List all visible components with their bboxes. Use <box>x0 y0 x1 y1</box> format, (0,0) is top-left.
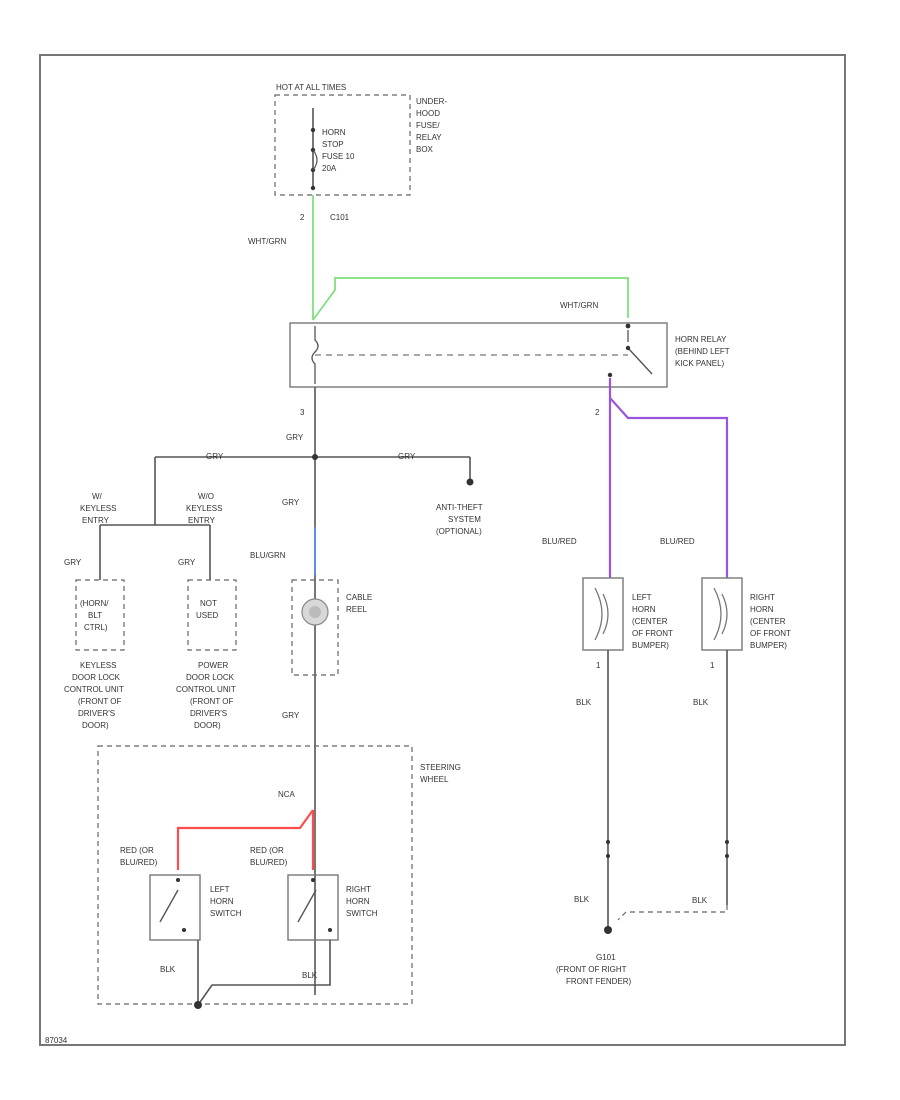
wire-label-wht-grn-2: WHT/GRN <box>560 301 598 310</box>
wire-label-blk-2: BLK <box>302 971 318 980</box>
switch-icon <box>159 889 179 923</box>
anti-theft-terminal-icon <box>466 478 474 486</box>
switch-icon <box>297 889 317 923</box>
wire-label-blk-4: BLK <box>693 698 709 707</box>
right-horn <box>701 577 743 651</box>
left-horn <box>582 577 624 651</box>
wire-label-blk-6: BLK <box>692 896 708 905</box>
wire-label-red-1: RED (OR BLU/RED) <box>120 846 158 867</box>
relay-pin-right: 2 <box>595 408 600 417</box>
wire-label-blk-5: BLK <box>574 895 590 904</box>
relay-switch-icon <box>627 347 653 375</box>
power-unit-description: POWER DOOR LOCK CONTROL UNIT (FRONT OF D… <box>176 661 238 730</box>
wire-label-gry-keyless-1: GRY <box>64 558 82 567</box>
wire-label-gry-low: GRY <box>282 711 300 720</box>
wire-wht-grn <box>312 195 629 321</box>
wire-label-gry-keyless-2: GRY <box>178 558 196 567</box>
wire-label-wht-grn-1: WHT/GRN <box>248 237 286 246</box>
keyless-wo-label: W/O KEYLESS ENTRY <box>186 492 225 525</box>
wire-label-blu-red-2: BLU/RED <box>660 537 695 546</box>
splice-dot <box>312 454 318 460</box>
wire-red <box>176 809 315 870</box>
fuse-box-label: UNDER- HOOD FUSE/ RELAY BOX <box>416 97 449 154</box>
left-horn-pin: 1 <box>596 661 601 670</box>
wire-label-gry-main: GRY <box>286 433 304 442</box>
power-unit-box-label: NOT USED <box>196 599 219 620</box>
left-horn-label: LEFT HORN (CENTER OF FRONT BUMPER) <box>632 593 675 650</box>
wire-label-blk-3: BLK <box>576 698 592 707</box>
wire-blu-red <box>608 378 729 578</box>
fuse-icon <box>312 149 318 171</box>
wire-label-red-2: RED (OR BLU/RED) <box>250 846 288 867</box>
ground-icon <box>194 1001 202 1009</box>
wire-label-blu-grn: BLU/GRN <box>250 551 286 560</box>
steering-wheel-label: STEERING WHEEL <box>420 763 463 784</box>
keyless-w-label: W/ KEYLESS ENTRY <box>80 492 119 525</box>
fuse-box: HOT AT ALL TIMES UNDER- HOOD FUSE/ RELAY… <box>274 83 449 196</box>
fuse-connector-label: C101 <box>330 213 350 222</box>
wire-label-nca: NCA <box>278 790 296 799</box>
keyless-control-unit-box <box>75 579 125 651</box>
left-horn-switch-label: LEFT HORN SWITCH <box>210 885 242 918</box>
steering-wheel-box <box>97 745 413 1005</box>
horn-icon <box>594 587 609 641</box>
wire-label-gry-left: GRY <box>206 452 224 461</box>
cable-reel-label: CABLE REEL <box>346 593 374 614</box>
relay-pin-left: 3 <box>300 408 305 417</box>
ground-g101-label: G101 (FRONT OF RIGHT FRONT FENDER) <box>556 953 632 986</box>
diagram-frame <box>39 54 846 1046</box>
right-horn-switch-label: RIGHT HORN SWITCH <box>346 885 378 918</box>
horn-icon <box>713 587 728 641</box>
keyless-unit-box-label: (HORN/ BLT CTRL) <box>80 599 111 632</box>
diagram-code: 87034 <box>45 1036 68 1045</box>
horn-relay-label: HORN RELAY (BEHIND LEFT KICK PANEL) <box>675 335 732 368</box>
right-horn-label: RIGHT HORN (CENTER OF FRONT BUMPER) <box>750 593 793 650</box>
horn-relay <box>289 322 668 388</box>
cable-reel-box <box>291 579 339 676</box>
anti-theft-label: ANTI-THEFT SYSTEM (OPTIONAL) <box>436 503 485 536</box>
relay-coil-icon <box>311 326 319 384</box>
keyless-unit-description: KEYLESS DOOR LOCK CONTROL UNIT (FRONT OF… <box>64 661 126 730</box>
ground-g101-icon <box>604 926 612 934</box>
power-door-lock-unit-box <box>187 579 237 651</box>
wire-label-gry-down: GRY <box>282 498 300 507</box>
wire-blk-ground-dashed <box>617 905 728 921</box>
wire-label-blu-red-1: BLU/RED <box>542 537 577 546</box>
fuse-pin-label: 2 <box>300 213 305 222</box>
fuse-box-header: HOT AT ALL TIMES <box>276 83 346 92</box>
fuse-label: HORN STOP FUSE 10 20A <box>322 128 357 173</box>
right-horn-pin: 1 <box>710 661 715 670</box>
wire-blk-switch-ground <box>197 940 331 1006</box>
left-horn-switch <box>149 874 201 941</box>
wire-label-blk-1: BLK <box>160 965 176 974</box>
right-horn-switch <box>287 874 339 941</box>
wire-label-gry-right: GRY <box>398 452 416 461</box>
